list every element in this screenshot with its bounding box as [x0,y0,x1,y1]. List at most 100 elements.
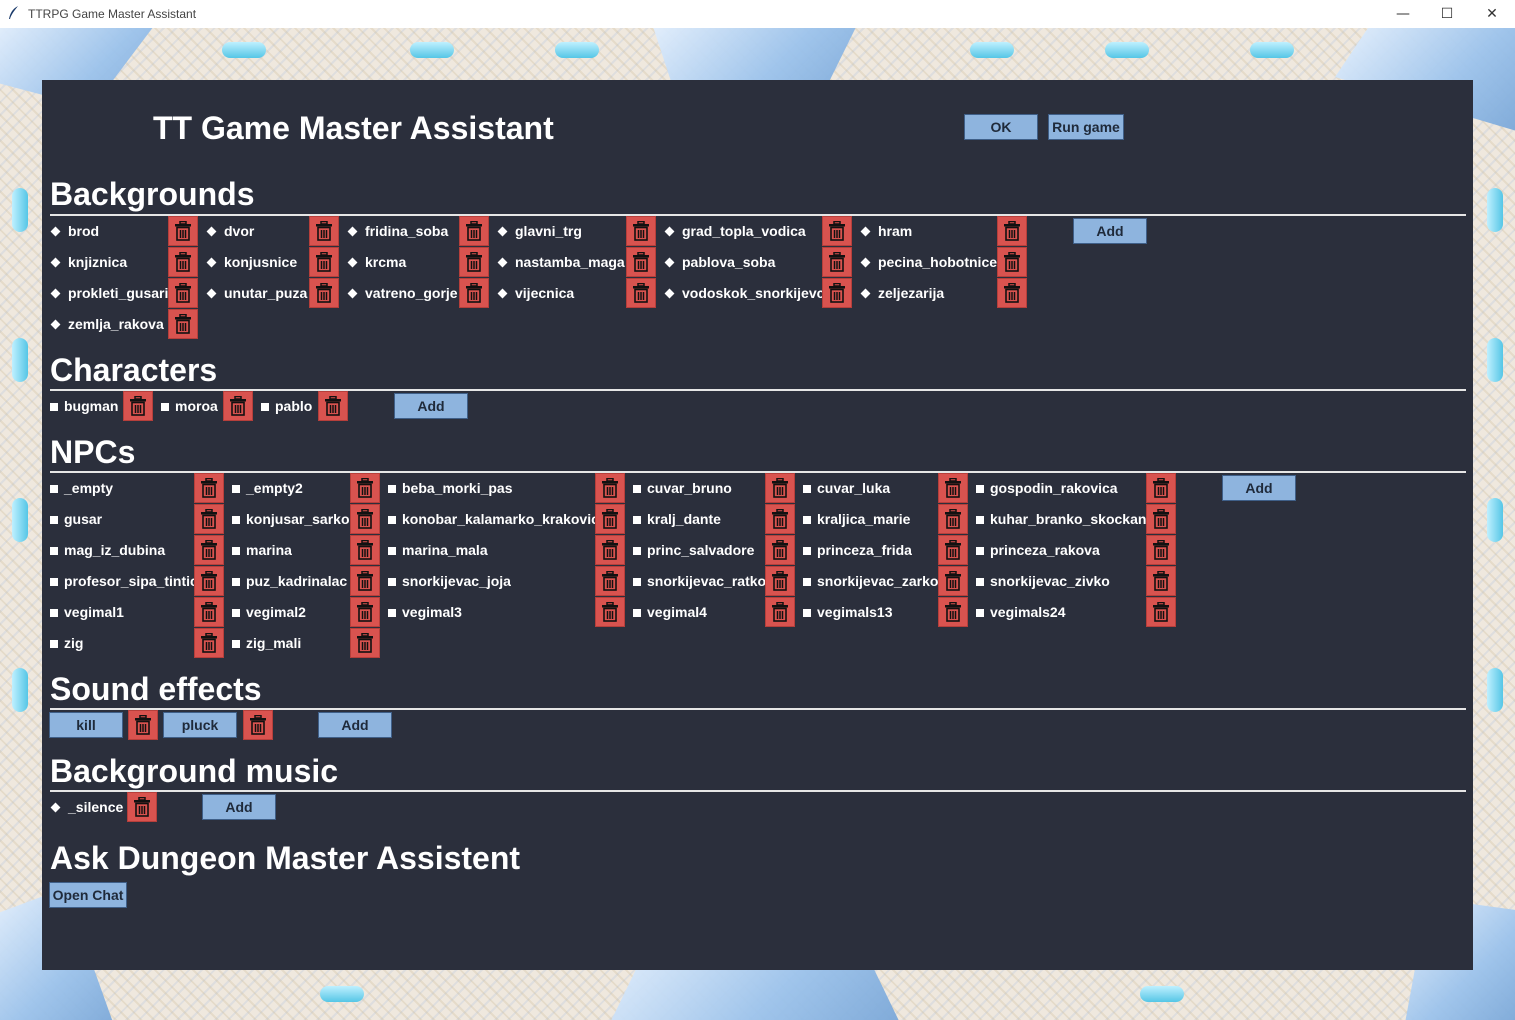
delete-npc-button[interactable] [938,566,968,596]
npc-item[interactable]: snorkijevac_joja [386,571,511,591]
delete-background-button[interactable] [168,309,198,339]
npc-item[interactable]: vegimals13 [801,602,893,622]
background-item[interactable]: dvor [204,221,254,241]
delete-sound-effect-button[interactable] [128,710,158,740]
npc-item[interactable]: vegimals24 [974,602,1066,622]
add-background-music-button[interactable]: Add [202,794,276,820]
open-chat-button[interactable]: Open Chat [49,882,127,908]
delete-npc-button[interactable] [350,535,380,565]
npc-item[interactable]: snorkijevac_zivko [974,571,1110,591]
background-item[interactable]: knjiznica [48,252,127,272]
delete-npc-button[interactable] [595,566,625,596]
background-item[interactable]: vodoskok_snorkijevci [662,283,828,303]
run-game-button[interactable]: Run game [1048,114,1124,140]
add-npc-button[interactable]: Add [1222,475,1296,501]
delete-npc-button[interactable] [350,504,380,534]
delete-npc-button[interactable] [595,473,625,503]
delete-npc-button[interactable] [194,597,224,627]
background-item[interactable]: pecina_hobotnice [858,252,997,272]
delete-background-button[interactable] [822,247,852,277]
delete-background-button[interactable] [309,216,339,246]
npc-item[interactable]: beba_morki_pas [386,478,513,498]
sound-effect-play-button[interactable]: kill [49,712,123,738]
delete-npc-button[interactable] [938,473,968,503]
delete-background-button[interactable] [459,278,489,308]
npc-item[interactable]: kralj_dante [631,509,721,529]
delete-npc-button[interactable] [595,535,625,565]
npc-item[interactable]: konjusar_sarko [230,509,350,529]
delete-character-button[interactable] [123,391,153,421]
delete-npc-button[interactable] [765,473,795,503]
delete-background-button[interactable] [168,278,198,308]
add-character-button[interactable]: Add [394,393,468,419]
background-item[interactable]: grad_topla_vodica [662,221,806,241]
delete-background-button[interactable] [822,278,852,308]
delete-npc-button[interactable] [765,504,795,534]
npc-item[interactable]: princ_salvadore [631,540,754,560]
delete-npc-button[interactable] [194,566,224,596]
npc-item[interactable]: konobar_kalamarko_krakovic [386,509,599,529]
npc-item[interactable]: kuhar_branko_skockani [974,509,1150,529]
add-sound-effect-button[interactable]: Add [318,712,392,738]
delete-character-button[interactable] [223,391,253,421]
npc-item[interactable]: gospodin_rakovica [974,478,1118,498]
background-item[interactable]: zeljezarija [858,283,944,303]
maximize-button[interactable]: ☐ [1440,6,1454,22]
background-item[interactable]: zemlja_rakova [48,314,164,334]
npc-item[interactable]: mag_iz_dubina [48,540,165,560]
delete-background-button[interactable] [997,278,1027,308]
npc-item[interactable]: cuvar_luka [801,478,890,498]
delete-background-button[interactable] [309,247,339,277]
npc-item[interactable]: cuvar_bruno [631,478,732,498]
npc-item[interactable]: profesor_sipa_tintic [48,571,198,591]
delete-background-button[interactable] [997,247,1027,277]
background-item[interactable]: prokleti_gusari [48,283,168,303]
delete-npc-button[interactable] [350,628,380,658]
close-button[interactable]: ✕ [1486,6,1498,22]
delete-background-button[interactable] [997,216,1027,246]
background-item[interactable]: hram [858,221,912,241]
npc-item[interactable]: princeza_frida [801,540,912,560]
delete-npc-button[interactable] [1146,535,1176,565]
delete-background-button[interactable] [168,247,198,277]
delete-npc-button[interactable] [765,597,795,627]
character-item[interactable]: moroa [159,396,218,416]
background-item[interactable]: konjusnice [204,252,297,272]
background-item[interactable]: vijecnica [495,283,574,303]
delete-character-button[interactable] [318,391,348,421]
delete-npc-button[interactable] [765,535,795,565]
npc-item[interactable]: snorkijevac_ratko [631,571,766,591]
background-item[interactable]: glavni_trg [495,221,582,241]
npc-item[interactable]: _empty [48,478,113,498]
npc-item[interactable]: princeza_rakova [974,540,1100,560]
delete-npc-button[interactable] [1146,504,1176,534]
delete-background-button[interactable] [626,216,656,246]
background-item[interactable]: fridina_soba [345,221,448,241]
npc-item[interactable]: vegimal1 [48,602,124,622]
npc-item[interactable]: vegimal4 [631,602,707,622]
background-item[interactable]: pablova_soba [662,252,775,272]
delete-npc-button[interactable] [595,597,625,627]
sound-effect-play-button[interactable]: pluck [163,712,237,738]
npc-item[interactable]: _empty2 [230,478,303,498]
add-background-button[interactable]: Add [1073,218,1147,244]
delete-npc-button[interactable] [1146,597,1176,627]
delete-background-music-button[interactable] [127,792,157,822]
delete-background-button[interactable] [459,247,489,277]
delete-npc-button[interactable] [194,504,224,534]
delete-npc-button[interactable] [350,473,380,503]
character-item[interactable]: bugman [48,396,118,416]
delete-npc-button[interactable] [194,628,224,658]
delete-npc-button[interactable] [350,566,380,596]
delete-npc-button[interactable] [1146,473,1176,503]
npc-item[interactable]: puz_kadrinalac [230,571,347,591]
delete-background-button[interactable] [626,247,656,277]
background-item[interactable]: nastamba_maga [495,252,625,272]
delete-npc-button[interactable] [1146,566,1176,596]
npc-item[interactable]: kraljica_marie [801,509,910,529]
delete-background-button[interactable] [626,278,656,308]
delete-npc-button[interactable] [938,597,968,627]
npc-item[interactable]: vegimal3 [386,602,462,622]
background-item[interactable]: krcma [345,252,406,272]
delete-npc-button[interactable] [194,535,224,565]
